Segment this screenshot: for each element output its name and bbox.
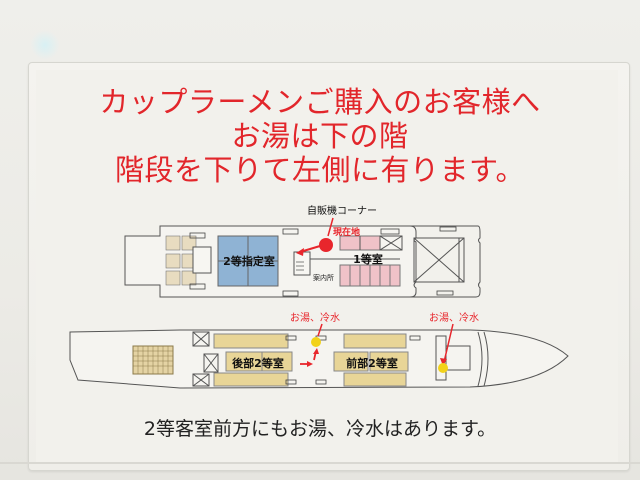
headline-line-2: お湯は下の階 <box>231 119 409 153</box>
hot-water-label-rear: お湯、冷水 <box>290 311 340 324</box>
lower-deck-annotations: お湯、冷水 お湯、冷水 後部2等室 前部2等室 <box>232 311 479 373</box>
vending-corner-label: 自販機コーナー <box>307 204 377 217</box>
headline-line-3: 階段を下りて左側に有ります。 <box>114 153 526 187</box>
room-front-2nd-label: 前部2等室 <box>346 356 398 370</box>
stairs-icon <box>189 228 400 297</box>
arrow-up-icon <box>313 348 319 354</box>
wall-edge <box>0 462 640 464</box>
current-location-marker <box>319 238 333 252</box>
hot-water-label-front: お湯、冷水 <box>429 311 479 324</box>
arrow-icon <box>307 361 313 367</box>
room-2nd-reserved-label: 2等指定室 <box>223 254 275 268</box>
information-desk-label: 案内所 <box>313 273 334 282</box>
room-rear-2nd-label: 後部2等室 <box>232 356 284 370</box>
upper-deck-annotations: 自販機コーナー 現在地 2等指定室 1等室 案内所 <box>223 204 383 282</box>
hot-water-marker-rear <box>311 337 321 347</box>
hot-water-marker-front <box>438 363 448 373</box>
upper-deck-plan <box>124 225 460 298</box>
headline-line-1: カップラーメンご購入のお客様へ <box>99 85 541 119</box>
lower-deck-plan <box>69 329 569 389</box>
wall-light-reflection <box>30 30 60 60</box>
arrow-to-stairs-icon <box>296 248 304 256</box>
room-1st-class-label: 1等室 <box>353 252 383 266</box>
footer-note: 2等客室前方にもお湯、冷水はあります。 <box>143 418 497 440</box>
arrow-down-icon <box>440 358 447 366</box>
current-location-label: 現在地 <box>333 226 360 238</box>
upper-deck-forward <box>410 225 481 298</box>
